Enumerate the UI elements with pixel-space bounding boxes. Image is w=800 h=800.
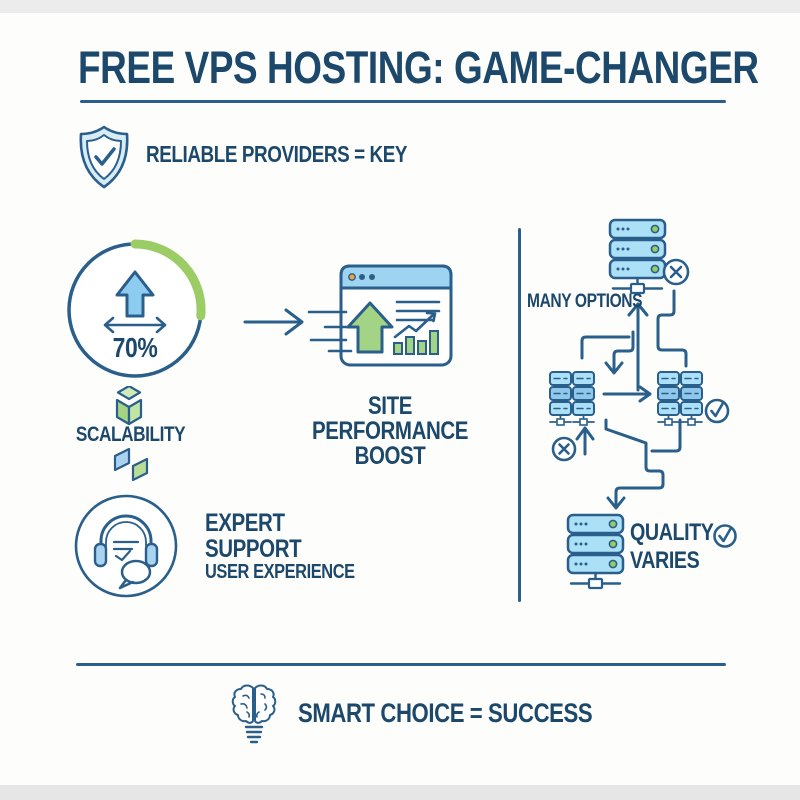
support-subtitle: USER EXPERIENCE bbox=[205, 561, 355, 583]
shield-check-icon bbox=[79, 125, 129, 189]
arrow-right-icon bbox=[243, 308, 304, 336]
browser-growth-icon bbox=[307, 264, 453, 367]
provider-maze-diagram bbox=[549, 218, 737, 590]
x-circle-icon bbox=[662, 258, 690, 286]
scalability-percent: 70% bbox=[112, 332, 158, 363]
many-options-label: MANY OPTIONS bbox=[527, 291, 643, 312]
support-title: EXPERT SUPPORT bbox=[205, 509, 302, 564]
quality-varies-label: QUALITY VARIES bbox=[630, 519, 714, 574]
cube-icon bbox=[115, 386, 143, 426]
section-divider bbox=[518, 228, 521, 602]
footer-divider bbox=[76, 663, 726, 666]
scalability-label: SCALABILITY bbox=[75, 423, 186, 446]
brain-bulb-icon bbox=[231, 684, 277, 744]
reliability-label: RELIABLE PROVIDERS = KEY bbox=[146, 141, 408, 167]
check-circle-icon bbox=[704, 398, 730, 424]
growth-gauge-icon bbox=[67, 239, 206, 378]
performance-label: SITE PERFORMANCE BOOST bbox=[311, 392, 469, 470]
bottom-margin-band bbox=[0, 785, 800, 800]
footer-label: SMART CHOICE = SUCCESS bbox=[298, 698, 593, 728]
layers-icon bbox=[113, 448, 149, 482]
headset-chat-icon bbox=[74, 494, 178, 598]
page-title: FREE VPS HOSTING: GAME-CHANGER bbox=[78, 42, 759, 93]
check-circle-icon bbox=[713, 524, 737, 548]
top-margin-band bbox=[0, 0, 800, 13]
x-circle-icon bbox=[551, 436, 577, 462]
title-divider bbox=[80, 100, 726, 103]
